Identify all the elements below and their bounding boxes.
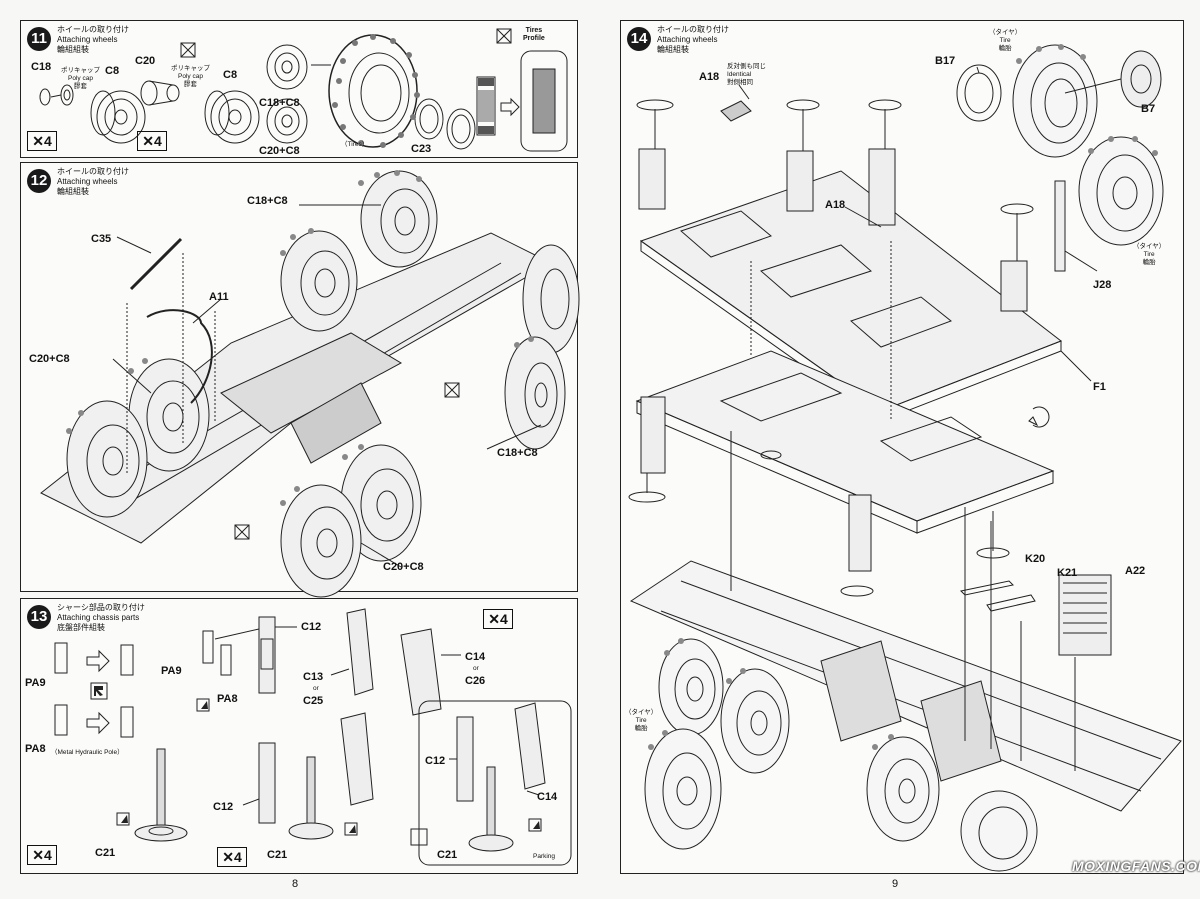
label-or-2: or — [473, 665, 479, 672]
label-c8-a: C8 — [105, 65, 120, 77]
multiplier-x4-a: ✕4 — [27, 131, 57, 151]
step-14-number: 14 — [627, 27, 651, 51]
label-c23: C23 — [411, 143, 432, 155]
step-12-title-jp: ホイールの取り付け — [57, 167, 129, 176]
step-11-title-cn: 輪組組裝 — [57, 45, 89, 54]
watermark: MOXINGFANS.COM — [1072, 858, 1200, 874]
label-c26: C26 — [465, 675, 486, 687]
label-c21-b: C21 — [267, 849, 288, 861]
label-c18: C18 — [31, 61, 52, 73]
label-a18-mid: A18 — [825, 199, 846, 211]
label-c21-a: C21 — [95, 847, 116, 859]
right-page: 14 ホイールの取り付け Attaching wheels 輪組組裝 — [600, 0, 1200, 899]
step-11-number: 11 — [27, 27, 51, 51]
label-c35: C35 — [91, 233, 112, 245]
step-12-chassis-drawing — [40, 170, 580, 598]
label-polycap-b: ポリキャップ Poly cap 膠套 — [171, 65, 210, 88]
label-b7: B7 — [1141, 103, 1156, 115]
step-14-title-jp: ホイールの取り付け — [657, 25, 729, 34]
step-12-number: 12 — [27, 169, 51, 193]
label-c18-c8-right: C18+C8 — [497, 447, 538, 459]
label-parking: Parking — [533, 853, 556, 860]
label-c12-a: C12 — [301, 621, 322, 633]
label-c12-b: C12 — [213, 801, 234, 813]
step-13-number: 13 — [27, 605, 51, 629]
label-c13: C13 — [303, 671, 324, 683]
page-number-right: 9 — [892, 878, 899, 890]
label-c18-c8: C18+C8 — [259, 97, 300, 109]
label-metal-hydraulic-pole: （Metal Hydraulic Pole） — [51, 749, 124, 756]
label-k21: K21 — [1057, 567, 1078, 579]
label-c20: C20 — [135, 55, 156, 67]
step-12-panel: 12 ホイールの取り付け Attaching wheels 輪組組裝 — [20, 162, 580, 598]
step-11-panel: 11 ホイールの取り付け Attaching wheels 輪組組裝 — [20, 20, 578, 158]
multiplier-x4-a: ✕4 — [27, 845, 57, 865]
label-tire-left: （タイヤ） Tire 輪胎 — [625, 709, 658, 732]
step-11-title-en: Attaching wheels — [57, 35, 118, 44]
label-c8-b: C8 — [223, 69, 238, 81]
label-c21-c: C21 — [437, 849, 458, 861]
multiplier-x4-b: ✕4 — [137, 131, 167, 151]
step-13-drawing — [54, 608, 572, 866]
multiplier-x4-b: ✕4 — [217, 847, 247, 867]
label-pa8-a: PA8 — [25, 743, 46, 755]
label-tires-profile: Tires Profile — [523, 27, 545, 42]
label-pa8-b: PA8 — [217, 693, 238, 705]
label-c14-b: C14 — [537, 791, 558, 803]
page-number-left: 8 — [292, 878, 299, 890]
step-14-title-en: Attaching wheels — [657, 35, 718, 44]
step-11-drawing — [39, 28, 568, 152]
label-b17: B17 — [935, 55, 956, 67]
label-k20: K20 — [1025, 553, 1046, 565]
label-or-1: or — [313, 685, 319, 692]
label-c18-c8-top: C18+C8 — [247, 195, 288, 207]
step-13-title-jp: シャーシ部品の取り付け — [57, 603, 145, 612]
label-c12-c: C12 — [425, 755, 446, 767]
label-tire-mid: （タイヤ） Tire 輪胎 — [1133, 243, 1166, 266]
label-pa9-a: PA9 — [25, 677, 46, 689]
step-12-title-en: Attaching wheels — [57, 177, 118, 186]
label-identical: 反対側も同じ Identical 對側相同 — [727, 63, 766, 86]
multiplier-x4-top: ✕4 — [483, 609, 513, 629]
label-c20-c8: C20+C8 — [259, 145, 300, 157]
step-13-panel: 13 シャーシ部品の取り付け Attaching chassis parts 底… — [20, 598, 578, 874]
step-13-title-en: Attaching chassis parts — [57, 613, 140, 622]
step-11-title-jp: ホイールの取り付け — [57, 25, 129, 34]
label-tires: （Tires） — [341, 141, 369, 148]
label-pa9-b: PA9 — [161, 665, 182, 677]
label-c14-a: C14 — [465, 651, 486, 663]
left-page: 11 ホイールの取り付け Attaching wheels 輪組組裝 — [0, 0, 601, 899]
label-a11: A11 — [209, 291, 229, 303]
label-c25: C25 — [303, 695, 324, 707]
label-j28: J28 — [1093, 279, 1112, 291]
step-14-drawing — [628, 44, 1182, 872]
step-14-panel: 14 ホイールの取り付け Attaching wheels 輪組組裝 — [620, 20, 1184, 874]
label-c20-c8-bottom: C20+C8 — [383, 561, 424, 573]
label-a22: A22 — [1125, 565, 1146, 577]
label-c20-c8-left: C20+C8 — [29, 353, 70, 365]
label-f1: F1 — [1093, 381, 1106, 393]
label-tire-top: （タイヤ） Tire 輪胎 — [989, 29, 1022, 52]
step-12-title-cn: 輪組組裝 — [57, 187, 89, 196]
step-13-title-cn: 底盤部件組裝 — [57, 623, 105, 632]
label-a18-top: A18 — [699, 71, 720, 83]
label-polycap-a: ポリキャップ Poly cap 膠套 — [61, 67, 100, 90]
step-14-title-cn: 輪組組裝 — [657, 45, 689, 54]
